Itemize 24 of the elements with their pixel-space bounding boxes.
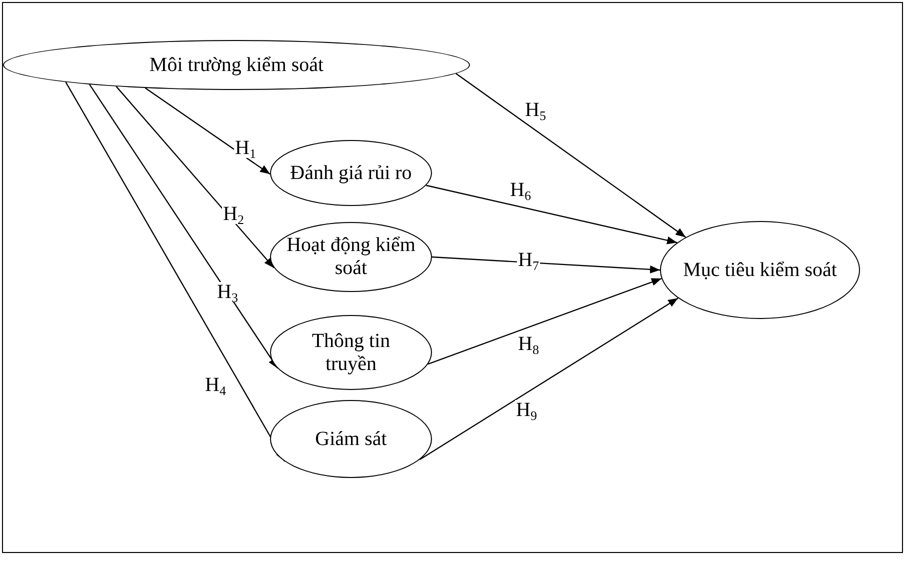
arrow — [456, 73, 686, 238]
node-label: Thông tin truyền — [310, 330, 392, 376]
edge-label: H$_{8}$ — [517, 334, 540, 354]
edge-label: H$_{7}$ — [517, 250, 540, 270]
edge-label: H$_{6}$ — [509, 180, 532, 200]
node-label: Đánh giá rủi ro — [290, 162, 412, 184]
arrow — [116, 86, 274, 268]
node-label: Hoạt động kiểm soát — [286, 234, 416, 280]
node-label: Mục tiêu kiểm soát — [683, 258, 837, 282]
edge-label: H$_{4}$ — [204, 375, 227, 395]
edge-label: H$_{1}$ — [234, 138, 257, 158]
edge-label: H$_{2}$ — [222, 204, 245, 224]
edge-label: H$_{3}$ — [216, 282, 239, 302]
ellipse-node — [3, 40, 470, 90]
arrow — [89, 84, 278, 369]
arrow — [428, 278, 662, 365]
arrow — [426, 184, 678, 244]
arrow — [419, 298, 678, 460]
arrow — [432, 256, 660, 274]
node-label: Môi trường kiểm soát — [149, 54, 324, 76]
arrow — [144, 88, 270, 175]
edge-label: H$_{5}$ — [524, 100, 547, 120]
node-label: Giám sát — [315, 428, 387, 450]
edge-label: H$_{9}$ — [515, 400, 538, 420]
